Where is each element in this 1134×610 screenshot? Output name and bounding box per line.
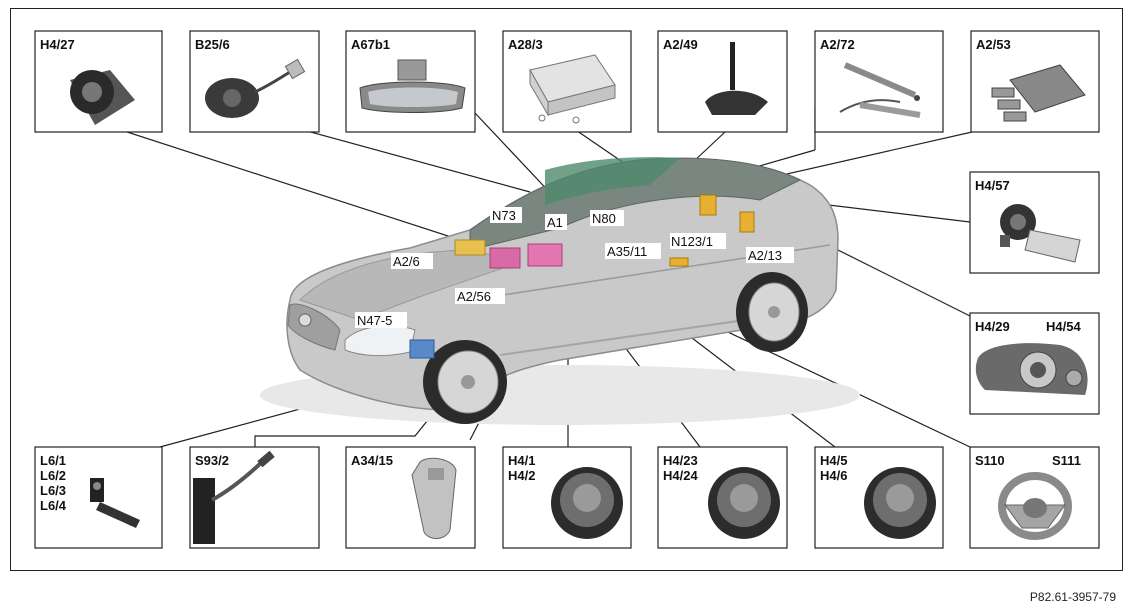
car-rear-wheel <box>736 272 808 352</box>
rearview-mirror-icon <box>359 59 466 113</box>
component-a1 <box>527 243 563 267</box>
component-n123-1 <box>699 194 717 216</box>
switch-lever-icon <box>193 450 275 544</box>
box-label: H4/2 <box>508 468 535 483</box>
tweeter-speaker-icon <box>70 70 135 125</box>
leader-b25-6 <box>284 124 531 193</box>
box-l6: L6/1 L6/2 L6/3 L6/4 <box>34 446 163 549</box>
car-sunroof <box>545 157 680 205</box>
component-a2-6 <box>454 239 486 256</box>
box-b25-6: B25/6 <box>189 30 320 133</box>
box-h4-29-54: H4/29 H4/54 <box>969 312 1100 415</box>
box-label: H4/5 <box>820 453 847 468</box>
box-a2-53: A2/53 <box>970 30 1100 133</box>
callout-label: A2/6 <box>393 254 420 269</box>
box-label: L6/4 <box>40 498 67 513</box>
leader-h4-27 <box>126 131 486 249</box>
component-a35-11 <box>669 257 689 267</box>
leader-a67b1 <box>474 112 556 199</box>
callout-label: A2/13 <box>748 248 782 263</box>
box-s110-111: S110 S111 <box>969 446 1100 549</box>
box-label: L6/2 <box>40 468 66 483</box>
callout-label: N80 <box>592 211 616 226</box>
steering-wheel-icon <box>998 472 1072 540</box>
speaker-icon <box>864 467 936 539</box>
car-badge <box>298 313 312 327</box>
box-a28-3: A28/3 <box>502 30 632 133</box>
box-label: H4/29 <box>975 319 1010 334</box>
control-unit-icon <box>529 54 616 124</box>
box-label: L6/3 <box>40 483 66 498</box>
box-label: A2/53 <box>976 37 1011 52</box>
box-label: H4/24 <box>663 468 698 483</box>
car-sill <box>499 314 781 356</box>
box-label: S93/2 <box>195 453 229 468</box>
car-front-wheel <box>423 340 507 424</box>
box-h4-5-6: H4/5 H4/6 <box>814 446 944 549</box>
box-label: H4/6 <box>820 468 847 483</box>
box-label: A67b1 <box>351 37 390 52</box>
box-a2-49: A2/49 <box>657 30 788 133</box>
box-label: L6/1 <box>40 453 66 468</box>
box-label: A28/3 <box>508 37 543 52</box>
speaker-module-icon <box>1000 204 1081 263</box>
box-label: S110 <box>975 453 1005 468</box>
wheel-speed-sensor-icon <box>90 478 140 528</box>
key-fob-icon <box>411 457 457 539</box>
box-label: A34/15 <box>351 453 393 468</box>
component-n73 <box>489 247 521 269</box>
box-a2-72: A2/72 <box>814 30 944 133</box>
door-speaker-panel-icon <box>975 343 1088 395</box>
callout-label: A2/56 <box>457 289 491 304</box>
box-label: A2/72 <box>820 37 855 52</box>
box-label: H4/27 <box>40 37 75 52</box>
roof-antenna-icon <box>705 42 768 115</box>
leader-a2-49 <box>691 131 726 164</box>
speaker-icon <box>551 467 623 539</box>
component-n47-5 <box>409 339 435 359</box>
box-h4-23-24: H4/23 H4/24 <box>657 446 788 549</box>
speaker-icon <box>708 467 780 539</box>
box-label: S111 <box>1052 453 1081 468</box>
antenna-strip-icon <box>839 62 921 118</box>
box-label: A2/49 <box>663 37 698 52</box>
box-h4-27: H4/27 <box>34 30 163 133</box>
box-label: H4/57 <box>975 178 1010 193</box>
box-label: B25/6 <box>195 37 230 52</box>
box-label: H4/23 <box>663 453 698 468</box>
box-h4-1-2: H4/1 H4/2 <box>502 446 632 549</box>
figure-reference-code: P82.61-3957-79 <box>1029 590 1116 604</box>
callout-label: A1 <box>547 215 563 230</box>
box-h4-57: H4/57 <box>969 171 1100 274</box>
microphone-sensor-icon <box>205 58 306 118</box>
callout-label: N73 <box>492 208 516 223</box>
callouts: N73 A1 N80 N123/1 A35/11 A2/13 A2/6 A2/5… <box>355 207 794 328</box>
callout-label: A35/11 <box>607 244 647 259</box>
box-label: H4/54 <box>1046 319 1081 334</box>
component-a2-13 <box>739 211 755 233</box>
antenna-amplifier-icon <box>991 64 1086 122</box>
box-a34-15: A34/15 <box>345 446 476 549</box>
box-s93-2: S93/2 <box>189 446 320 549</box>
callout-label: N47-5 <box>357 313 392 328</box>
car-illustration <box>260 157 860 425</box>
box-a67b1: A67b1 <box>345 30 476 133</box>
box-label: H4/1 <box>508 453 535 468</box>
callout-label: N123/1 <box>671 234 713 249</box>
